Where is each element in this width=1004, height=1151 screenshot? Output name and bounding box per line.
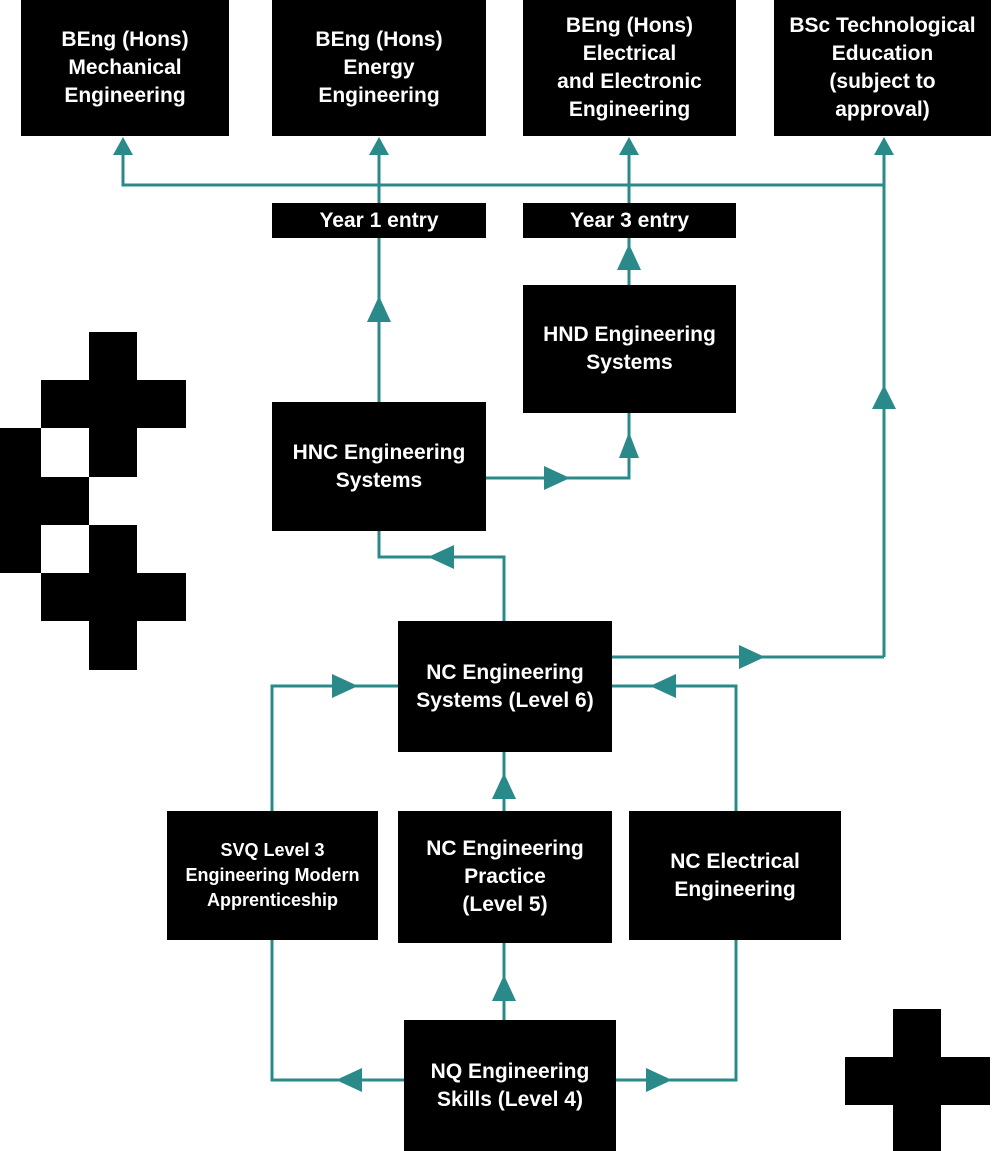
arrow-right-hnc-hnd [544, 466, 570, 490]
arrow-up-hnd-year3 [617, 244, 641, 270]
hnc-engineering-systems-box: HNC Engineering Systems [272, 402, 486, 531]
arrow-up-mech [113, 137, 133, 155]
year1-entry-box: Year 1 entry [272, 203, 486, 238]
arrow-right-ncl6-bsc [739, 645, 765, 669]
beng-mechanical-box: BEng (Hons) Mechanical Engineering [21, 0, 229, 136]
arrow-up-eee [619, 137, 639, 155]
arrow-up-into-hnd [619, 432, 639, 458]
nc-engineering-systems-level6-box: NC Engineering Systems (Level 6) [398, 621, 612, 752]
nc-electrical-engineering-box: NC Electrical Engineering [629, 811, 841, 940]
arrow-up-ncl5-ncl6 [492, 773, 516, 799]
arrow-right-svq-ncl6 [332, 674, 358, 698]
decorative-cross-upper-bar [41, 380, 186, 428]
arrow-up-bsc [874, 137, 894, 155]
arrow-up-nql4-ncl5 [492, 975, 516, 1001]
hnd-engineering-systems-box: HND Engineering Systems [523, 285, 736, 413]
decorative-block-left [0, 428, 41, 573]
year3-entry-box: Year 3 entry [523, 203, 736, 238]
beng-energy-box: BEng (Hons) Energy Engineering [272, 0, 486, 136]
arrow-right-nql4-ncelec [646, 1068, 672, 1092]
nc-engineering-practice-level5-box: NC Engineering Practice (Level 5) [398, 811, 612, 943]
arrow-left-ncelec-ncl6 [650, 674, 676, 698]
svq-level3-apprenticeship-box: SVQ Level 3 Engineering Modern Apprentic… [167, 811, 378, 940]
arrow-left-to-hnc [428, 545, 454, 569]
arrow-up-energy [369, 137, 389, 155]
decorative-cross-lower-bar [41, 573, 186, 621]
decorative-block-mid [41, 477, 89, 525]
nq-engineering-skills-level4-box: NQ Engineering Skills (Level 4) [404, 1020, 616, 1151]
decorative-cross-right-bar [845, 1057, 990, 1105]
arrow-up-hnc-year1 [367, 296, 391, 322]
arrow-left-nql4-svq [336, 1068, 362, 1092]
beng-electrical-electronic-box: BEng (Hons) Electrical and Electronic En… [523, 0, 736, 136]
arrow-up-bsc-line [872, 385, 896, 409]
bsc-technological-education-box: BSc Technological Education (subject to … [774, 0, 991, 136]
